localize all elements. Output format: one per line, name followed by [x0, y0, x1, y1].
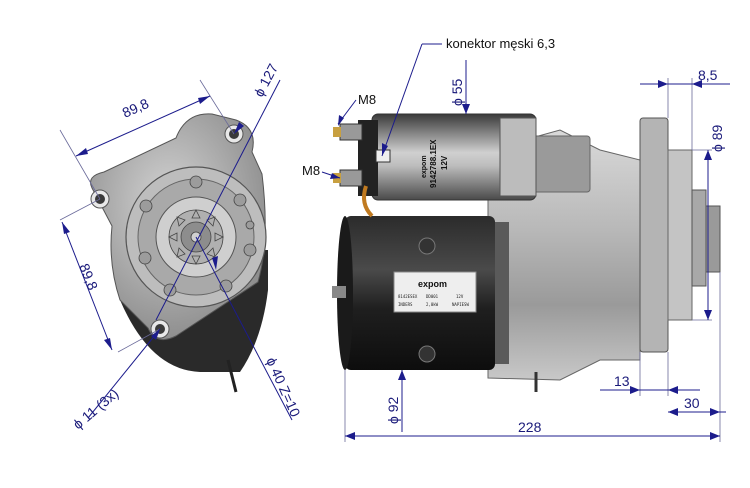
plate-row1-c: 12V [456, 294, 464, 299]
solenoid-brand: expom [421, 155, 428, 178]
plate-row1-a: 8142ESEX [398, 294, 418, 299]
dim-total-length: 228 [518, 419, 542, 435]
side-dimensions: ϕ 55 ϕ 92 ϕ 89 8,5 13 30 [344, 60, 730, 442]
motor-stud [332, 286, 346, 298]
motor-screw-top [418, 237, 436, 255]
solenoid-voltage: 12V [440, 155, 449, 170]
pilot-collar [667, 149, 693, 321]
dim-pilot-diameter: ϕ 89 [709, 124, 725, 152]
label-connector: konektor męski 6,3 [446, 36, 555, 51]
front-bolts [138, 175, 257, 297]
plate-row2-b: 2,0kW [426, 302, 439, 307]
mounting-flange [639, 117, 669, 353]
terminal-m8-bottom [339, 169, 363, 187]
label-terminal-top: M8 [358, 92, 376, 107]
terminal-m8-top-stud [333, 127, 341, 137]
plate-row1-b: DD001 [426, 294, 439, 299]
plate-row2-a: INDERS [398, 302, 413, 307]
solenoid-lever-housing [529, 135, 591, 193]
side-view: expom 8142ESEX DD001 12V INDERS 2,0kW NA… [332, 113, 721, 392]
dim-hole-diameter: ϕ 11 (3x) [70, 385, 122, 432]
front-wire [226, 359, 238, 393]
copper-strap [362, 185, 374, 218]
dim-motor-diameter: ϕ 92 [385, 396, 401, 424]
solenoid-end [499, 117, 537, 197]
dim-offset-13: 13 [614, 373, 630, 389]
dim-front-width: 89,8 [120, 95, 152, 121]
pinion-shaft [691, 189, 707, 287]
dim-front-height: 89,8 [76, 261, 101, 292]
side-labels: konektor męski 6,3 M8 M8 [302, 36, 555, 179]
dim-offset-30: 30 [684, 395, 700, 411]
pinion-teeth [705, 205, 721, 273]
motor-band [495, 222, 509, 364]
label-terminal-bottom: M8 [302, 163, 320, 178]
solenoid-part: 9142788.1EX [429, 139, 438, 188]
dim-solenoid-diameter: ϕ 55 [449, 78, 465, 106]
solenoid-cap [358, 120, 378, 196]
dim-flange-diameter: ϕ 127 [251, 61, 282, 100]
dim-flange-thickness: 8,5 [698, 67, 718, 83]
plate-row2-c: NAPIESW [452, 302, 469, 307]
plate-brand: expom [418, 279, 447, 289]
dim-gear: ϕ 40 Z=10 [263, 355, 304, 420]
motor-screw-bottom [418, 345, 436, 363]
name-plate [393, 271, 477, 313]
terminal-m8-top [339, 123, 363, 141]
